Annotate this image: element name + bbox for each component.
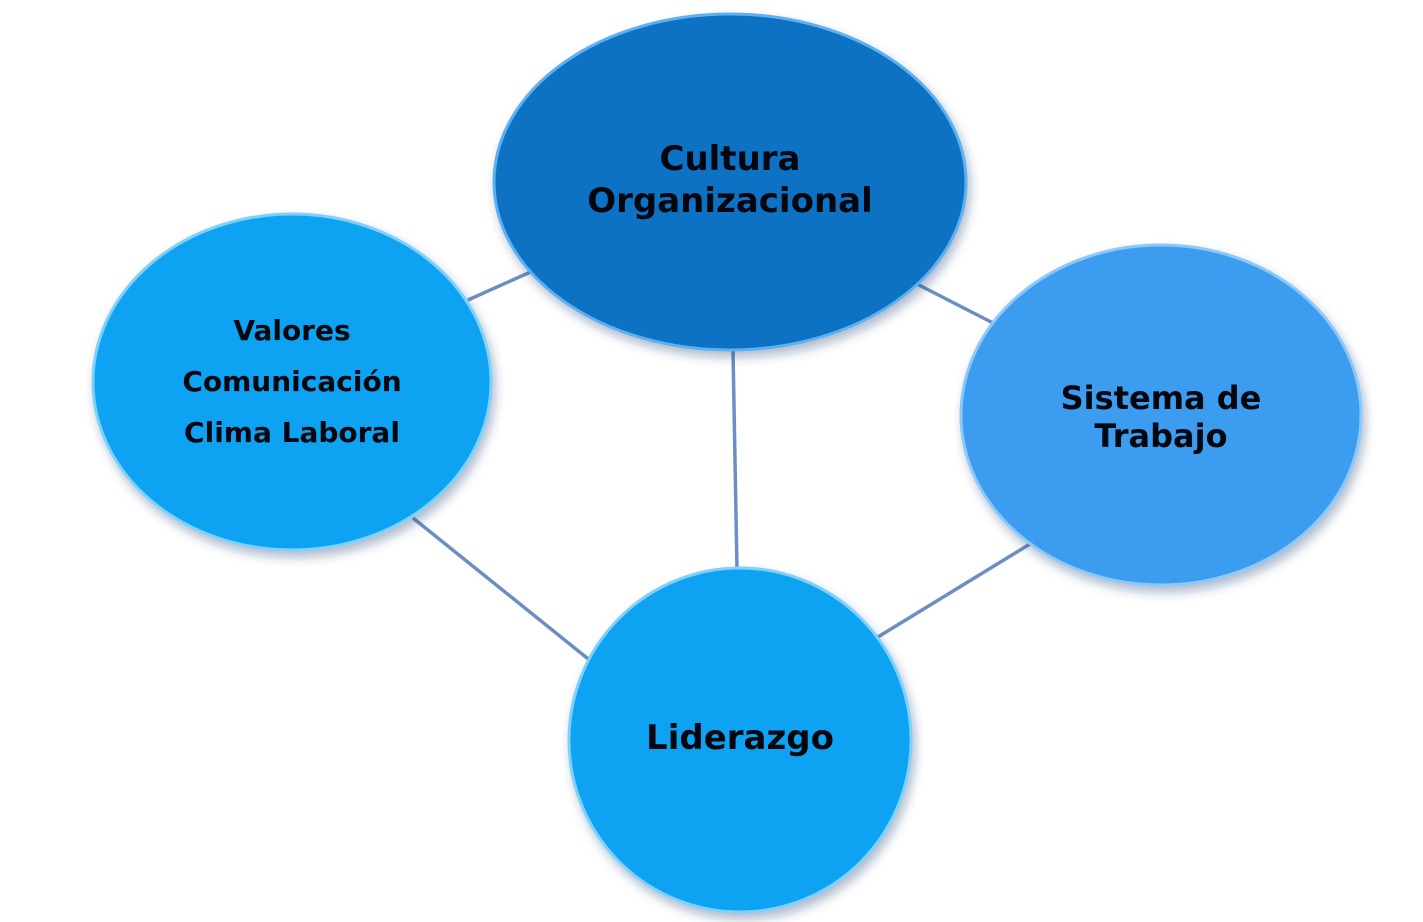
node-ellipse bbox=[567, 566, 913, 914]
node-label-line: Sistema de bbox=[1061, 379, 1262, 417]
connector-cultura-valores bbox=[467, 268, 536, 302]
node-label-line: Cultura bbox=[660, 139, 801, 179]
node-label-line: Organizacional bbox=[587, 181, 873, 221]
connector-cultura-liderazgo bbox=[731, 349, 739, 571]
node-valores: Valores Comunicación Clima Laboral bbox=[91, 212, 493, 552]
node-sistema-de-trabajo: Sistema de Trabajo bbox=[959, 243, 1363, 587]
node-liderazgo: Liderazgo bbox=[567, 566, 913, 914]
node-ellipse bbox=[492, 12, 968, 352]
node-label-line: Comunicación bbox=[182, 365, 401, 398]
connector-sistema-liderazgo bbox=[872, 542, 1031, 642]
connector-valores-liderazgo bbox=[411, 516, 594, 664]
node-label-line: Trabajo bbox=[1094, 417, 1227, 455]
connector-cultura-sistema bbox=[914, 281, 996, 326]
node-cultura-organizacional: Cultura Organizacional bbox=[492, 12, 968, 352]
node-ellipse bbox=[91, 212, 493, 552]
node-label-line: Valores bbox=[233, 314, 350, 347]
node-label-line: Clima Laboral bbox=[184, 416, 400, 449]
node-label-line: Liderazgo bbox=[646, 718, 834, 758]
node-ellipse bbox=[959, 243, 1363, 587]
